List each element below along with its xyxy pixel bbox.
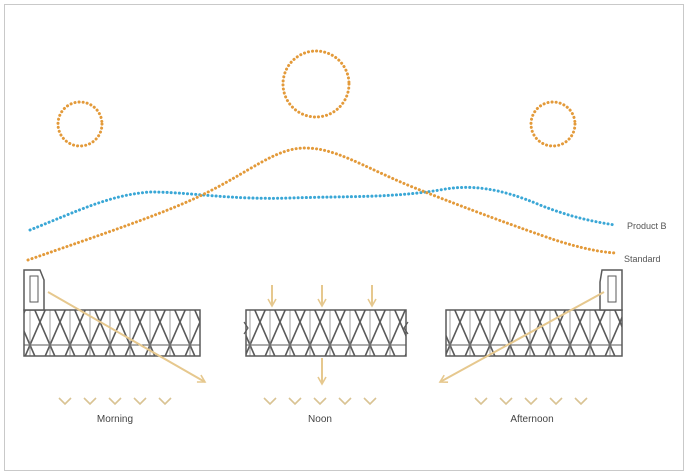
label-product-b: Product B — [627, 221, 667, 231]
chevrons-afternoon — [474, 397, 588, 406]
chevrons-noon — [263, 397, 377, 406]
arrow-morning — [47, 291, 207, 383]
label-noon: Noon — [308, 414, 332, 425]
standard-curve — [26, 146, 617, 262]
label-standard: Standard — [624, 254, 661, 264]
label-afternoon: Afternoon — [510, 414, 553, 425]
chevrons-morning — [58, 397, 172, 406]
panel-noon — [243, 309, 409, 357]
product-b-curve — [28, 185, 617, 232]
sun-afternoon — [529, 100, 577, 148]
panel-morning — [23, 269, 201, 357]
diagram-frame — [4, 4, 684, 471]
arrow-afternoon — [438, 291, 605, 383]
sun-noon — [281, 49, 351, 119]
label-morning: Morning — [97, 414, 133, 425]
panel-afternoon — [445, 269, 623, 357]
sun-morning — [56, 100, 104, 148]
